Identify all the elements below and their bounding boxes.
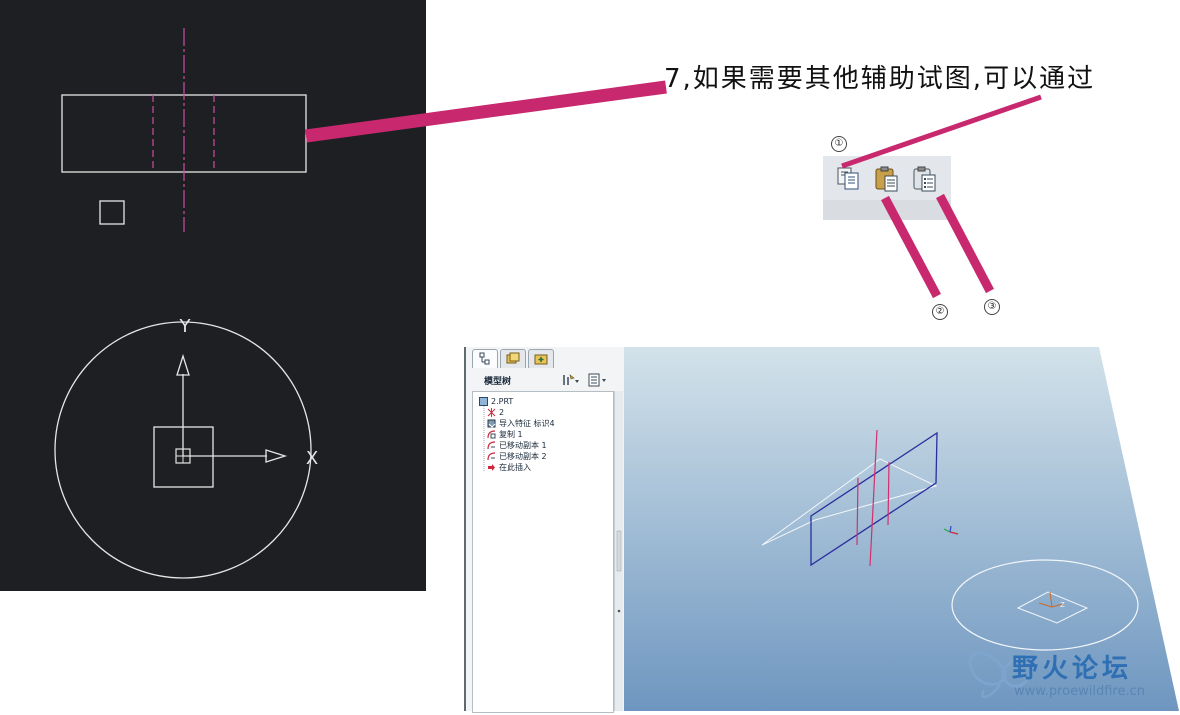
model-tree-panel[interactable]: 2.PRT 2 导入特征 标识4 复制 1 已移动副本 1 已移动副本 2 bbox=[472, 391, 614, 713]
coordinate-axis-label: Z bbox=[1060, 601, 1065, 609]
coordinate-axis-line bbox=[1051, 603, 1064, 608]
cad-drawing-viewport[interactable]: Y X bbox=[0, 0, 426, 591]
tab-favorites[interactable] bbox=[528, 349, 554, 368]
tree-settings-icon[interactable] bbox=[560, 372, 580, 388]
y-axis-label: Y bbox=[179, 316, 192, 337]
tree-item-label: 在此插入 bbox=[499, 463, 531, 472]
copy-icon bbox=[837, 167, 859, 190]
insert-here-arrow-icon bbox=[488, 464, 495, 471]
y-axis-arrow bbox=[176, 353, 190, 376]
cad-drawing-svg: Y X bbox=[54, 28, 318, 579]
tree-connectors bbox=[483, 404, 485, 472]
model-tree-window: 模型树 2.PRT 2 bbox=[464, 347, 626, 713]
copy-feature-icon bbox=[487, 430, 496, 439]
x-axis-label: X bbox=[306, 448, 318, 469]
callout-3: ③ bbox=[984, 299, 1000, 315]
model-tree-tab-icon bbox=[479, 352, 490, 365]
viewport-background bbox=[624, 347, 1179, 711]
copy-button[interactable] bbox=[835, 164, 865, 194]
tree-item[interactable]: 已移动副本 1 bbox=[487, 440, 547, 451]
tab-model-tree[interactable] bbox=[472, 349, 498, 368]
moved-copy-icon bbox=[487, 441, 496, 450]
pointer-to-icon-3 bbox=[936, 193, 994, 294]
paste-icon bbox=[875, 166, 898, 192]
pointer-to-icon-1 bbox=[841, 94, 1042, 169]
callout-2: ② bbox=[932, 304, 948, 320]
part-icon bbox=[479, 397, 488, 406]
paste-special-icon bbox=[913, 166, 936, 192]
paste-button[interactable] bbox=[873, 164, 903, 194]
circle-feature-outline bbox=[951, 559, 1139, 651]
paste-special-button[interactable] bbox=[911, 164, 941, 194]
square-feature-outline bbox=[1016, 591, 1089, 624]
tab-layers[interactable] bbox=[500, 349, 526, 368]
favorites-tab-icon bbox=[534, 354, 548, 365]
tree-item-label: 已移动副本 1 bbox=[499, 441, 547, 450]
watermark-url: www.proewildfire.cn bbox=[1014, 684, 1145, 699]
tree-item-label: 2.PRT bbox=[491, 397, 514, 406]
annotation-pointers bbox=[305, 80, 1042, 299]
circle-outline bbox=[54, 321, 312, 579]
tree-item-insert-here[interactable]: 在此插入 bbox=[487, 462, 531, 473]
hidden-edge-line-2 bbox=[887, 461, 890, 526]
tree-item-label: 复制 1 bbox=[499, 430, 523, 439]
tree-item[interactable]: 复制 1 bbox=[487, 429, 523, 440]
watermark-forum-name: 野火论坛 bbox=[1012, 654, 1133, 684]
model-tree-title: 模型树 bbox=[484, 377, 512, 387]
layers-tab-icon bbox=[506, 352, 520, 364]
coordinate-axis-line bbox=[1038, 602, 1053, 608]
hidden-edge-line-1 bbox=[856, 477, 859, 546]
3d-graphics-viewport[interactable]: Z bbox=[624, 347, 1179, 711]
tree-item-label: 导入特征 标识4 bbox=[499, 419, 555, 428]
view-triad-icon bbox=[943, 525, 959, 535]
splitter-grip bbox=[616, 530, 622, 613]
tree-item-root[interactable]: 2.PRT bbox=[479, 396, 513, 407]
pointer-to-icon-2 bbox=[881, 195, 941, 299]
butterfly-logo-icon bbox=[968, 651, 1035, 698]
tree-item[interactable]: 2 bbox=[487, 407, 504, 418]
center-axis-line bbox=[869, 429, 878, 567]
moved-copy-icon bbox=[487, 452, 496, 461]
tree-item-label: 2 bbox=[499, 408, 505, 417]
panel-splitter[interactable] bbox=[614, 391, 623, 711]
pointer-to-drawing bbox=[305, 80, 667, 143]
x-axis-arrow bbox=[265, 449, 288, 463]
model-tree-header: 模型树 bbox=[466, 369, 612, 391]
tree-item[interactable]: 导入特征 标识4 bbox=[487, 418, 555, 429]
coordinate-system-icon bbox=[487, 408, 496, 417]
tree-item[interactable]: 已移动副本 2 bbox=[487, 451, 547, 462]
step-instruction-text: 7,如果需要其他辅助试图,可以通过 bbox=[664, 64, 1096, 94]
tree-show-icon[interactable] bbox=[586, 372, 610, 388]
datum-plane-outline bbox=[810, 431, 938, 567]
import-feature-icon bbox=[487, 419, 496, 428]
sketch-plane-outline bbox=[761, 458, 938, 546]
tree-item-label: 已移动副本 2 bbox=[499, 452, 547, 461]
small-square bbox=[99, 200, 125, 225]
coordinate-axis-line bbox=[1049, 591, 1053, 608]
callout-1: ① bbox=[831, 136, 847, 152]
